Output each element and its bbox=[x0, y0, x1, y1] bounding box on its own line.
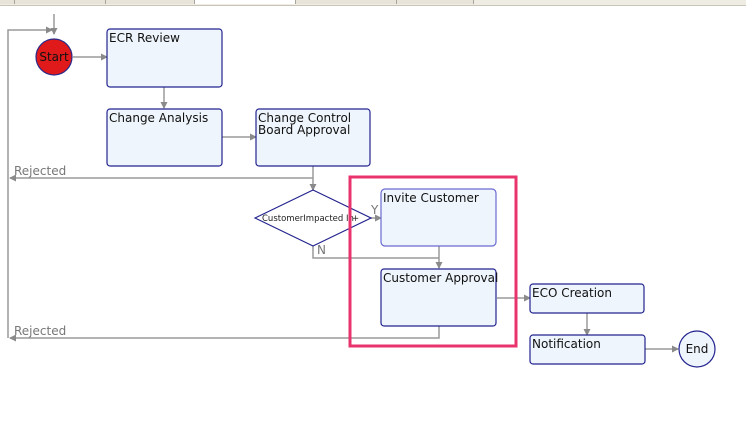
decision-plus-icon: + bbox=[352, 214, 359, 224]
invite-customer-node[interactable]: Invite Customer bbox=[380, 188, 497, 247]
tab-1[interactable] bbox=[0, 0, 15, 4]
eco-creation-label: ECO Creation bbox=[532, 286, 612, 300]
tab-3[interactable] bbox=[106, 0, 195, 4]
end-node[interactable]: End bbox=[678, 330, 716, 368]
yes-label: Y bbox=[370, 203, 379, 217]
edge-loopback bbox=[7, 26, 53, 338]
start-node[interactable]: Start bbox=[35, 38, 73, 76]
notification-node[interactable]: Notification bbox=[529, 334, 646, 365]
decision-label: CustomerImpacted In bbox=[262, 214, 354, 224]
rejected-label-2: Rejected bbox=[14, 324, 66, 338]
invite-customer-label: Invite Customer bbox=[383, 191, 479, 205]
no-label: N bbox=[317, 243, 326, 257]
notification-label: Notification bbox=[532, 337, 601, 351]
highlight-box bbox=[348, 175, 518, 348]
edge-rejected-2 bbox=[9, 326, 440, 342]
eco-creation-node[interactable]: ECO Creation bbox=[529, 283, 645, 314]
tab-2[interactable] bbox=[15, 0, 106, 4]
tab-4[interactable] bbox=[195, 0, 296, 4]
customer-approval-node[interactable]: Customer Approval bbox=[380, 268, 498, 327]
ecr-review-label: ECR Review bbox=[109, 31, 180, 45]
tab-strip bbox=[0, 0, 746, 6]
tab-6[interactable] bbox=[397, 0, 474, 4]
tab-5[interactable] bbox=[296, 0, 397, 4]
end-label: End bbox=[686, 342, 709, 356]
edge-decision-no bbox=[312, 246, 439, 259]
customer-approval-label: Customer Approval bbox=[383, 271, 498, 285]
change-analysis-node[interactable]: Change Analysis bbox=[106, 108, 223, 167]
ccb-approval-node[interactable]: Change Control Board Approval bbox=[255, 108, 371, 167]
ccb-label-line2: Board Approval bbox=[258, 123, 350, 137]
change-analysis-label: Change Analysis bbox=[109, 111, 208, 125]
ccb-label-line1: Change Control bbox=[258, 111, 351, 125]
ecr-review-node[interactable]: ECR Review bbox=[106, 28, 223, 88]
start-label: Start bbox=[39, 50, 69, 64]
rejected-label-1: Rejected bbox=[14, 164, 66, 178]
customer-impacted-decision[interactable]: CustomerImpacted In + bbox=[253, 189, 373, 247]
